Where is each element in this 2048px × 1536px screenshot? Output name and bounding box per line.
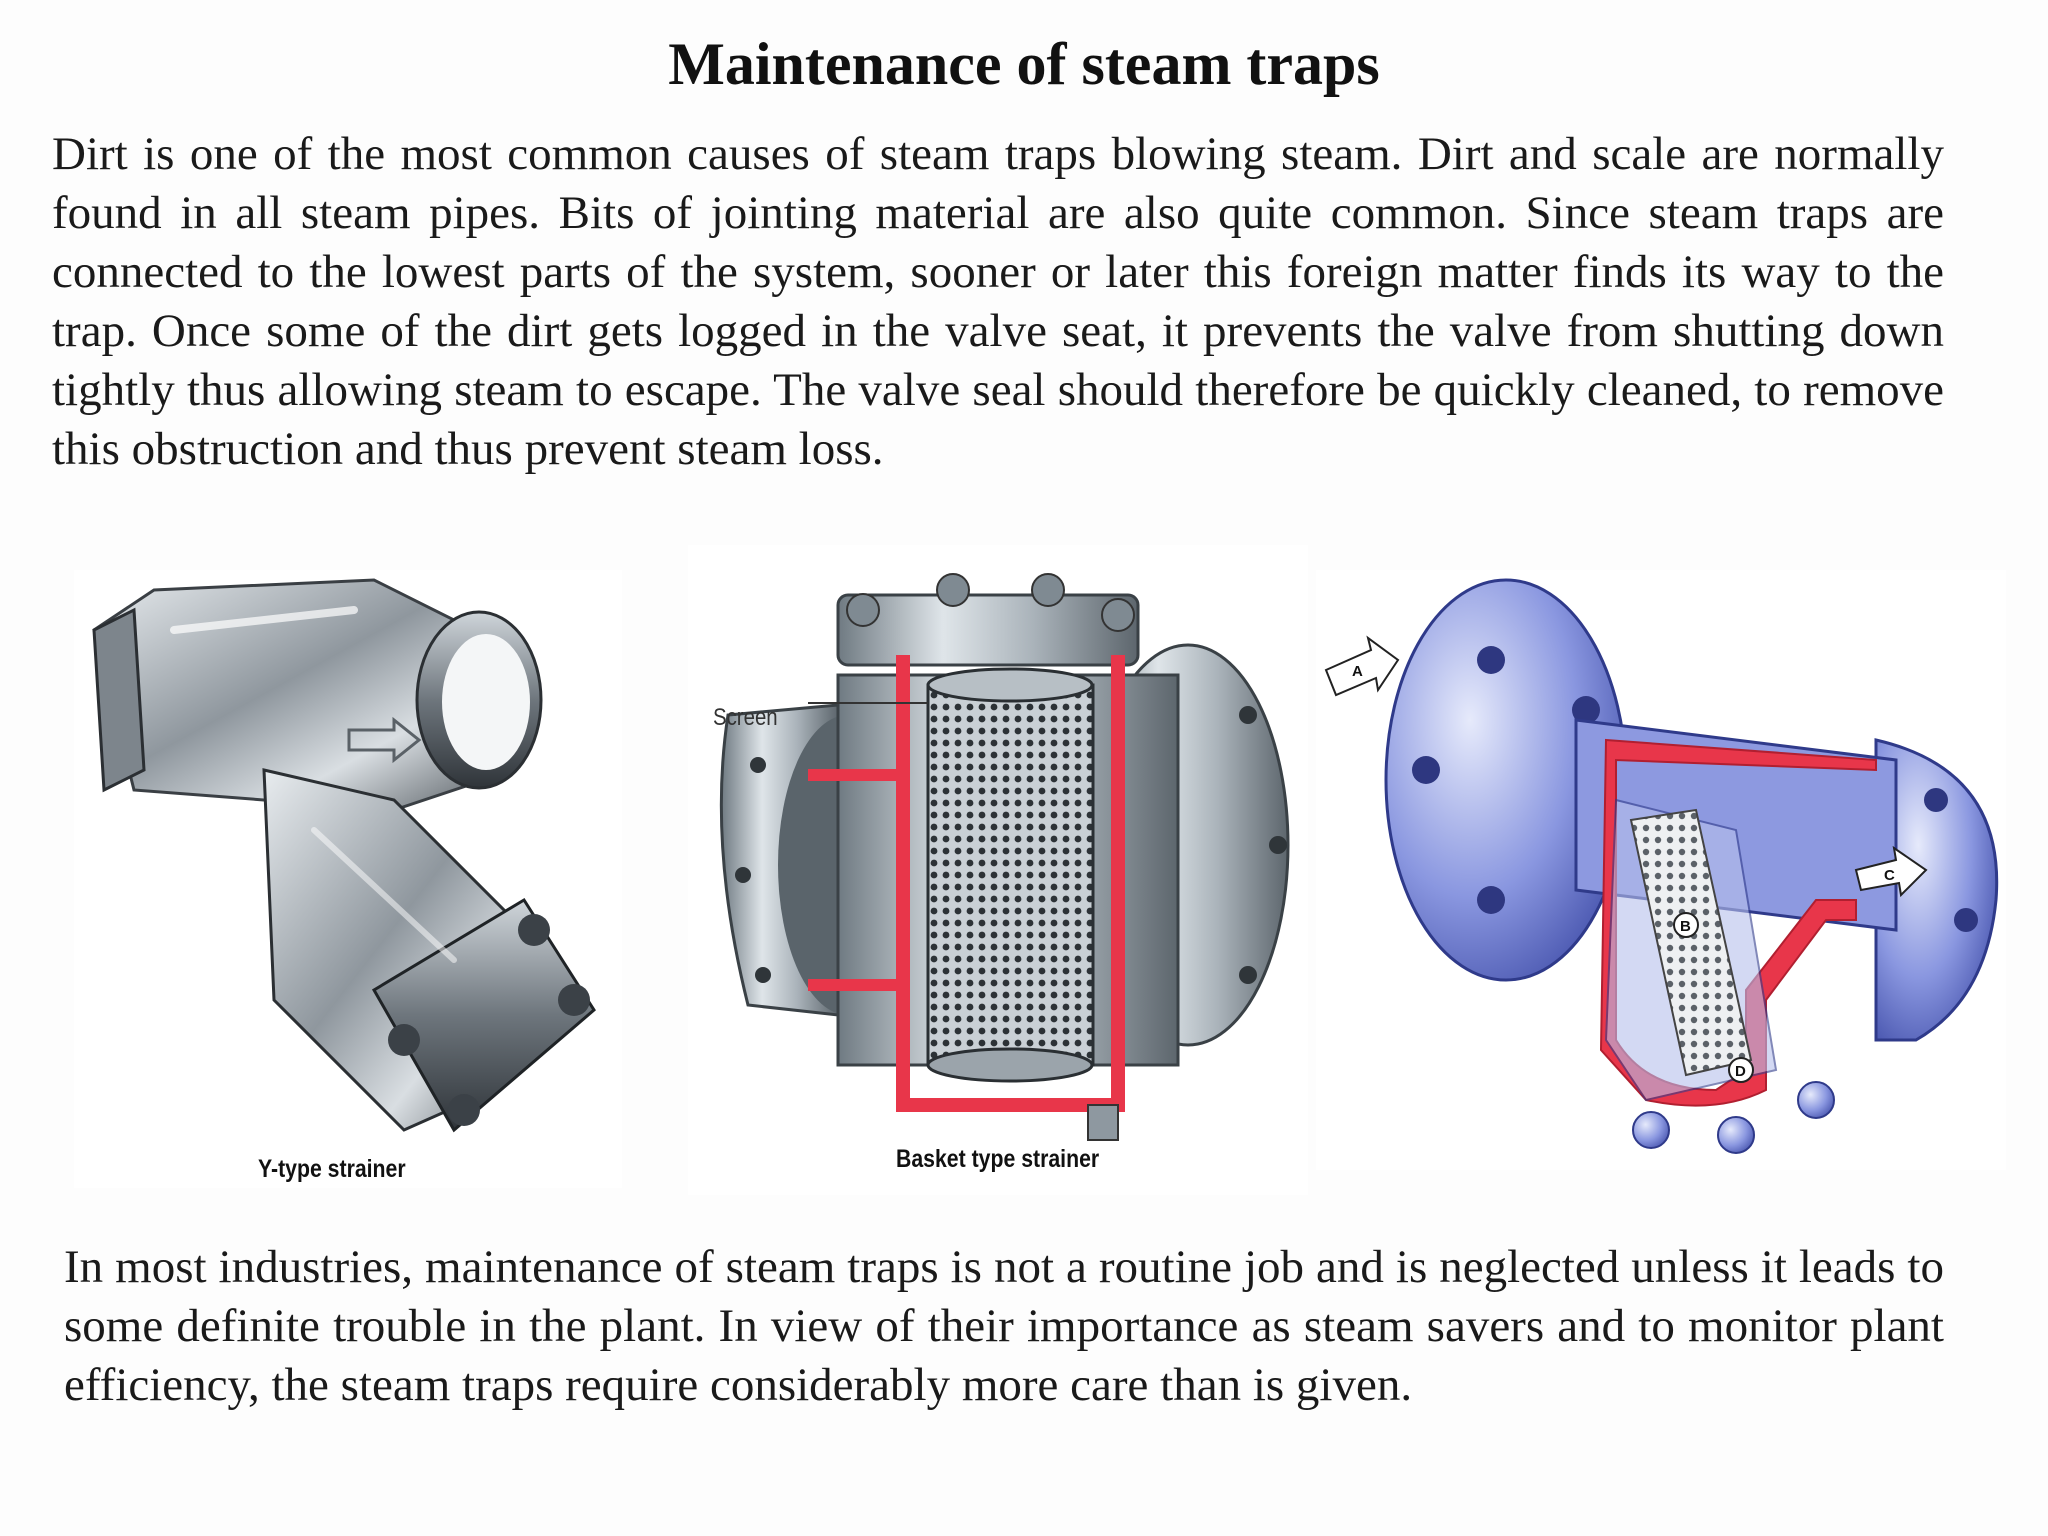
marker-c: C bbox=[1884, 867, 1895, 884]
basket-strainer-figure bbox=[688, 545, 1308, 1195]
screen-label: Screen bbox=[713, 704, 778, 731]
closing-paragraph: In most industries, maintenance of steam… bbox=[64, 1241, 1944, 1411]
strainer-cutaway-flow-illustration: A B C D bbox=[1324, 578, 1999, 1154]
basket-strainer-cutaway-illustration bbox=[719, 573, 1290, 1141]
y-type-strainer-illustration bbox=[92, 578, 596, 1133]
basket-strainer-caption: Basket type strainer bbox=[896, 1145, 1100, 1173]
marker-a: A bbox=[1352, 663, 1363, 680]
marker-b: B bbox=[1680, 918, 1691, 935]
y-type-strainer-figure bbox=[74, 570, 622, 1188]
y-type-strainer-caption: Y-type strainer bbox=[258, 1155, 406, 1183]
page-title: Maintenance of steam traps bbox=[668, 31, 1380, 97]
cutaway-strainer-figure: A B C D bbox=[1316, 570, 2006, 1170]
marker-d: D bbox=[1735, 1063, 1746, 1080]
intro-paragraph: Dirt is one of the most common causes of… bbox=[52, 128, 1944, 475]
